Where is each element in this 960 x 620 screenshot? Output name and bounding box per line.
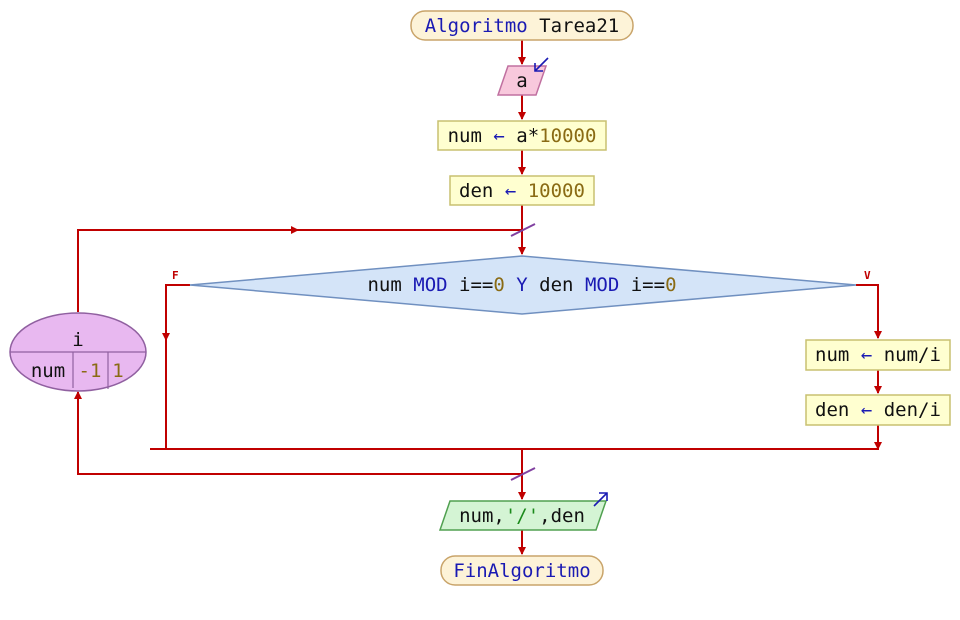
input-variable: a — [516, 70, 527, 92]
cond-zero-a: 0 — [493, 274, 504, 296]
edge-false-branch — [165, 284, 522, 450]
svg-text:num ← a*10000: num ← a*10000 — [448, 125, 597, 147]
loop-to: -1 — [79, 360, 102, 382]
cond-mid-b: i== — [631, 274, 665, 296]
loop-from: num — [31, 360, 65, 382]
true-label: V — [864, 269, 871, 282]
svg-text:num,'/',den: num,'/',den — [459, 505, 585, 527]
input-arrow-icon — [534, 57, 549, 72]
cond-op-a: MOD — [413, 274, 447, 296]
assign3-expr: num/i — [884, 344, 941, 366]
svg-text:num MOD i==0 Y den MOD i==0: num MOD i==0 Y den MOD i==0 — [367, 274, 676, 296]
loop-exit-marker — [510, 467, 536, 481]
edge-loop-back — [74, 391, 522, 475]
assign1-target: num — [448, 125, 482, 147]
output-string: '/' — [505, 505, 539, 527]
assign2-number: 10000 — [528, 180, 585, 202]
edge-loop-top — [77, 229, 522, 312]
for-loop-block[interactable]: i num -1 1 — [9, 312, 147, 392]
cond-zero-b: 0 — [665, 274, 676, 296]
connectors — [74, 40, 882, 555]
assign1-var: a* — [516, 125, 539, 147]
assign-arrow-icon: ← — [493, 125, 504, 147]
output-block[interactable]: num,'/',den — [438, 492, 608, 531]
assign-den-div-block[interactable]: den ← den/i — [805, 394, 951, 426]
cond-mid-a: i== — [459, 274, 493, 296]
assign-den-block[interactable]: den ← 10000 — [449, 175, 595, 206]
output-part1: num, — [459, 505, 505, 527]
false-label: F — [172, 269, 179, 282]
end-keyword: FinAlgoritmo — [453, 560, 590, 582]
assign-arrow-icon: ← — [861, 344, 872, 366]
assign4-target: den — [815, 399, 849, 421]
algorithm-name: Tarea21 — [539, 15, 619, 37]
assign-arrow-icon: ← — [505, 180, 516, 202]
assign-arrow-icon: ← — [861, 399, 872, 421]
start-keyword: Algoritmo — [425, 15, 528, 37]
assign2-target: den — [459, 180, 493, 202]
loop-variable: i — [72, 329, 83, 351]
edge-true-branch — [856, 284, 882, 339]
end-terminal[interactable]: FinAlgoritmo — [440, 555, 604, 586]
assign3-target: num — [815, 344, 849, 366]
start-terminal[interactable]: Algoritmo Tarea21 — [410, 10, 634, 41]
svg-text:den ← den/i: den ← den/i — [815, 399, 941, 421]
cond-left-a: num — [367, 274, 401, 296]
cond-op-b: MOD — [585, 274, 619, 296]
assign-num-block[interactable]: num ← a*10000 — [437, 120, 607, 151]
svg-text:Algoritmo Tarea21: Algoritmo Tarea21 — [425, 15, 619, 37]
input-block[interactable]: a — [496, 57, 549, 96]
output-arrow-icon — [593, 492, 608, 507]
svg-text:den ← 10000: den ← 10000 — [459, 180, 585, 202]
assign1-number: 10000 — [539, 125, 596, 147]
assign4-expr: den/i — [884, 399, 941, 421]
edge-true-join — [522, 425, 879, 450]
assign-num-div-block[interactable]: num ← num/i — [805, 339, 951, 371]
loop-step: 1 — [112, 360, 123, 382]
cond-conj: Y — [516, 274, 528, 296]
loop-entry-marker — [510, 223, 536, 237]
svg-text:num ← num/i: num ← num/i — [815, 344, 941, 366]
output-part3: ,den — [539, 505, 585, 527]
cond-left-b: den — [539, 274, 573, 296]
decision-block[interactable]: num MOD i==0 Y den MOD i==0 F V — [172, 255, 871, 315]
